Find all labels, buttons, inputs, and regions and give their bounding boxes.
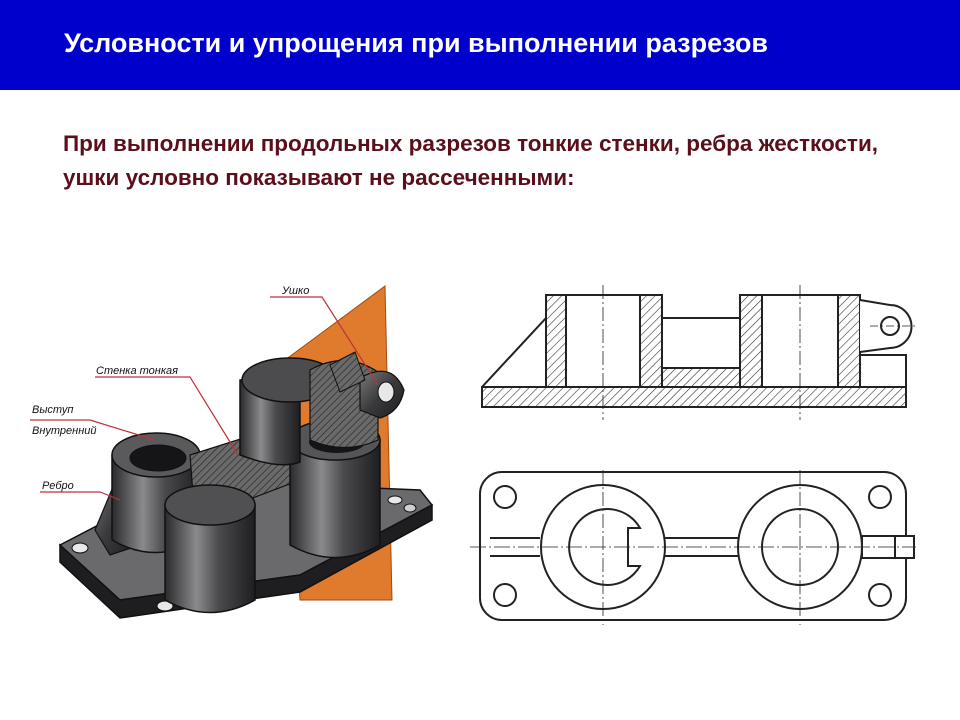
body-text: При выполнении продольных разрезов тонки… (63, 131, 879, 190)
top-view (470, 470, 916, 625)
front-section-view (481, 285, 915, 420)
base-hole (387, 495, 403, 505)
label-rib: Ребро (42, 480, 74, 492)
slide-title: Условности и упрощения при выполнении ра… (64, 28, 768, 58)
base-hole (403, 503, 417, 513)
base-hole (71, 542, 89, 554)
title-bar: Условности и упрощения при выполнении ра… (0, 0, 960, 90)
base-hole (156, 600, 174, 612)
left-cylinder-bore (129, 444, 187, 472)
isometric-part-figure: Ушко Стенка тонкая Выступ Внутренний Реб… (30, 285, 434, 619)
label-protrusion: Выступ (32, 404, 73, 416)
label-internal: Внутренний (32, 425, 97, 437)
protrusion-leader (30, 419, 156, 441)
lug-leader (270, 296, 379, 386)
label-thin-wall: Стенка тонкая (96, 365, 178, 377)
front-cylinder-top (164, 484, 256, 526)
front-cylinder (164, 504, 256, 614)
label-lug: Ушко (281, 285, 309, 297)
right-cylinder (289, 439, 381, 559)
rib-leader (40, 491, 121, 501)
thin-wall-leader (95, 376, 239, 456)
